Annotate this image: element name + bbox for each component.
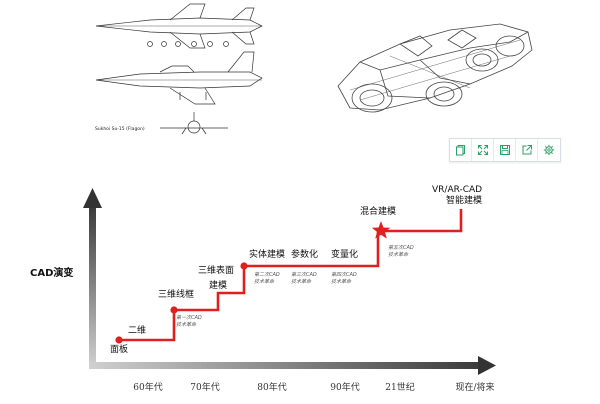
stage-label: 建模 xyxy=(209,279,227,291)
aircraft-blueprint xyxy=(95,3,263,135)
settings-button[interactable] xyxy=(538,139,560,161)
save-button[interactable] xyxy=(494,139,516,161)
x-tick-label: 现在/将来 xyxy=(455,381,494,393)
aircraft-caption: Sukhoi Su-15 (Flagon) xyxy=(95,126,145,132)
copy-icon xyxy=(455,145,465,156)
revolution-label-line1: 第四次CAD xyxy=(331,271,357,278)
x-tick-label: 21世纪 xyxy=(385,381,414,393)
revolution-label-line2: 技术革命 xyxy=(176,321,197,328)
settings-icon xyxy=(543,144,555,156)
x-tick-label: 80年代 xyxy=(257,381,286,393)
y-axis-label: CAD演变 xyxy=(30,266,73,279)
aircraft-side-view xyxy=(95,51,263,105)
stage-label: 二维 xyxy=(128,324,146,336)
stage-label: 实体建模 xyxy=(249,248,285,260)
x-tick-label: 60年代 xyxy=(133,381,162,393)
car-wireframe xyxy=(337,23,533,113)
share-icon xyxy=(522,145,532,155)
expand-icon xyxy=(477,145,488,155)
image-toolbar xyxy=(449,138,561,162)
stage-marker-dot xyxy=(170,306,178,314)
stage-label: 混合建模 xyxy=(360,205,396,217)
revolution-label-line1: 第三次CAD xyxy=(291,271,317,278)
x-axis-arrowhead xyxy=(478,356,496,375)
y-axis-arrow-shaft xyxy=(89,206,96,366)
revolution-label-line2: 技术革命 xyxy=(254,278,275,285)
share-button[interactable] xyxy=(516,139,538,161)
x-tick-label: 90年代 xyxy=(330,381,359,393)
revolution-label-line2: 技术革命 xyxy=(331,278,352,285)
evolution-staircase-line xyxy=(119,209,463,342)
stage-label: 参数化 xyxy=(291,248,318,260)
expand-button[interactable] xyxy=(472,139,494,161)
star-marker-icon xyxy=(371,221,391,239)
revolution-label-line2: 技术革命 xyxy=(388,251,409,258)
copy-button[interactable] xyxy=(450,139,472,161)
revolution-label-line1: 第一次CAD xyxy=(176,314,202,321)
revolution-label-line1: 第二次CAD xyxy=(254,271,280,278)
stage-label: 变量化 xyxy=(331,248,358,260)
aircraft-front-view xyxy=(160,112,228,135)
stage-label: 三维表面 xyxy=(198,264,234,276)
save-icon xyxy=(499,145,510,155)
stage-marker-dot xyxy=(115,336,123,344)
x-axis-arrow-shaft xyxy=(89,362,481,369)
stage-label: 智能建模 xyxy=(446,194,482,206)
x-tick-label: 70年代 xyxy=(190,381,219,393)
revolution-label-line1: 第五次CAD xyxy=(388,244,414,251)
revolution-label-line2: 技术革命 xyxy=(291,278,312,285)
stage-marker-dot xyxy=(240,262,248,270)
stage-label: 三维线框 xyxy=(158,288,194,300)
y-axis-arrowhead xyxy=(83,188,102,208)
stage-label: VR/AR-CAD xyxy=(432,185,482,195)
stage-label: 面板 xyxy=(110,343,128,355)
aircraft-top-view xyxy=(95,3,263,49)
